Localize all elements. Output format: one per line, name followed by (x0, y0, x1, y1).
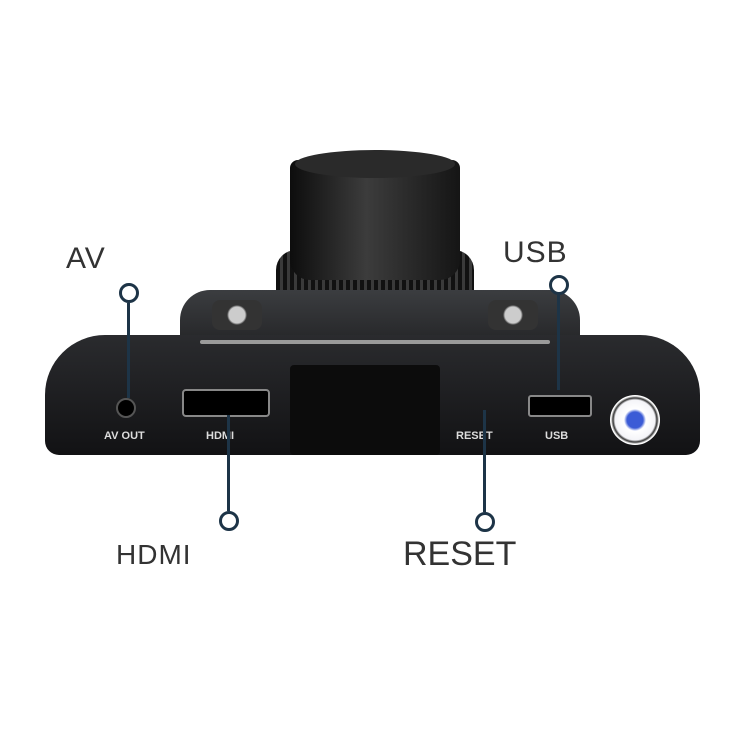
device-label-reset: RESET (456, 430, 493, 442)
callout-label-reset: RESET (403, 535, 517, 573)
av-out-port (116, 398, 136, 418)
callout-label-hdmi: HDMI (116, 539, 192, 570)
callout-label-usb: USB (503, 236, 568, 269)
mount-bracket (290, 365, 440, 455)
callout-label-av: AV (66, 242, 106, 275)
callout-line-usb (557, 295, 560, 390)
lens-top (295, 150, 455, 178)
usb-port (528, 395, 592, 417)
callout-dot-reset (475, 512, 495, 532)
lens-barrel (290, 160, 460, 280)
led-right (488, 300, 538, 330)
qc-sticker (610, 395, 660, 445)
device-label-usb: USB (545, 430, 569, 442)
callout-dot-av (119, 283, 139, 303)
callout-dot-hdmi (219, 511, 239, 531)
hdmi-port (182, 389, 270, 417)
callout-line-hdmi (227, 415, 230, 511)
callout-dot-usb (549, 275, 569, 295)
device-label-av-out: AV OUT (104, 430, 145, 442)
silver-trim (200, 340, 550, 344)
led-left (212, 300, 262, 330)
callout-line-av (127, 303, 130, 398)
callout-line-reset (483, 410, 486, 512)
